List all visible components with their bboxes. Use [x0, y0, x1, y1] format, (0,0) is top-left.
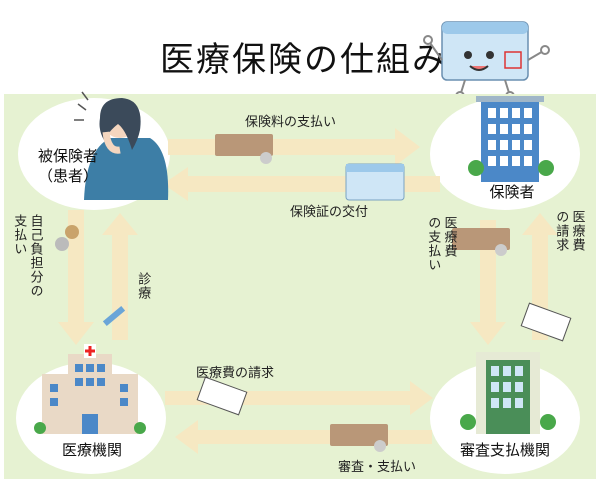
arrow-card — [163, 167, 440, 201]
review-payment-label: 審査・支払い — [338, 460, 417, 475]
premium-label: 保険料の支払い — [245, 115, 337, 130]
money-icon-review — [330, 424, 388, 452]
insurance-card-icon — [345, 163, 405, 201]
arrow-copay — [58, 210, 94, 345]
insured-label: 被保険者 （患者） — [37, 147, 98, 186]
insurer-building — [468, 96, 554, 182]
arrow-treatment — [102, 213, 138, 340]
provider-label: 医療機関 — [61, 441, 122, 459]
reviewer-building — [460, 352, 556, 434]
insurer-label: 保険者 — [489, 183, 535, 201]
syringe-icon — [102, 305, 126, 327]
money-icon-copay — [55, 225, 79, 251]
arrow-pay-costs — [470, 220, 506, 345]
treatment-label: 診療 — [135, 272, 151, 300]
card-label: 保険証の交付 — [290, 205, 369, 220]
hospital-building — [34, 344, 146, 434]
reviewer-label: 審査支払機関 — [459, 441, 550, 459]
claim-form-icon-reviewer — [196, 376, 248, 416]
arrow-claim-reviewer — [165, 381, 433, 415]
patient-figure — [74, 91, 169, 200]
arrow-review-payment — [175, 420, 432, 454]
pay-costs-label: 医療費の支払い — [425, 216, 457, 272]
claim-form-icon-insurer — [520, 302, 572, 342]
page-title: 医療保険の仕組み — [160, 40, 448, 80]
arrow-claim-insurer — [522, 213, 558, 340]
copay-label: 自己負担分の支払い — [11, 214, 43, 298]
claim-reviewer-label: 医療費の請求 — [196, 366, 275, 381]
money-icon-pay-costs — [452, 228, 510, 256]
arrow-premium — [168, 128, 420, 166]
claim-insurer-label: 医療費の請求 — [553, 210, 585, 252]
money-icon-premium — [215, 134, 273, 164]
